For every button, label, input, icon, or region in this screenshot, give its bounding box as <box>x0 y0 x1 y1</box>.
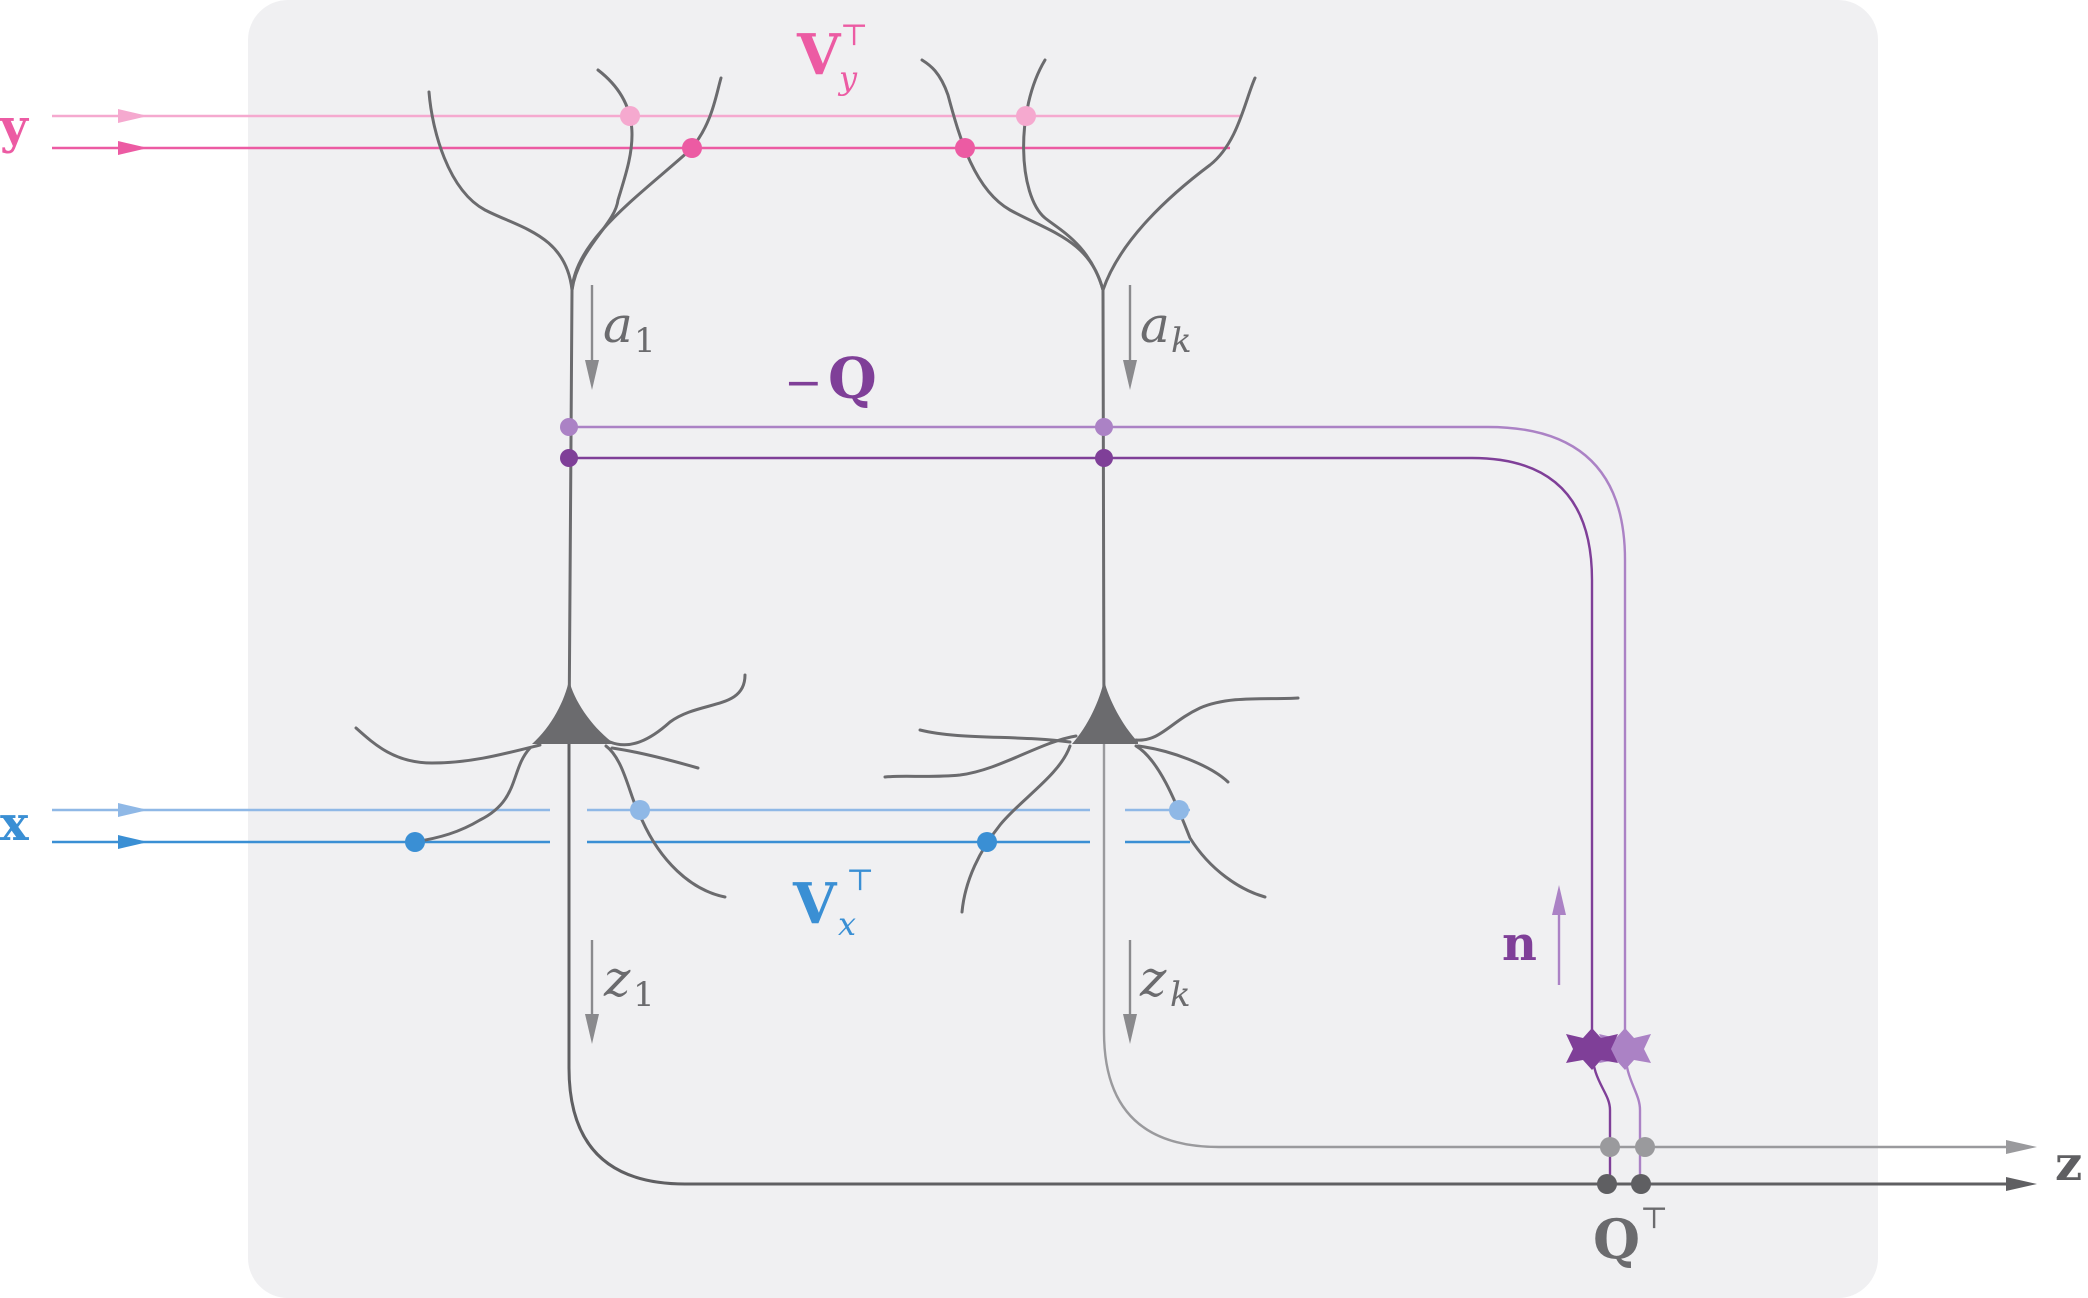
neuron-1-tuft-right <box>570 76 723 292</box>
label-vy-sub: y <box>837 59 858 97</box>
label-y: y <box>0 99 30 155</box>
neuron-1-tuft-left <box>427 90 574 292</box>
neuron-1-basal-3 <box>608 673 747 747</box>
x-dark-arrowhead-icon <box>118 835 148 849</box>
label-n: n <box>1502 916 1537 972</box>
neuron-1-basal-2 <box>412 746 532 844</box>
z-dark-arrowhead-icon <box>2006 1177 2037 1191</box>
z1-arrowhead-icon <box>585 1014 599 1044</box>
label-z1: z <box>603 950 631 1008</box>
neuron-k-basal-1 <box>883 734 1078 779</box>
synapse-y-light-n1 <box>620 106 640 126</box>
neuron-k-basal-5 <box>1136 744 1230 784</box>
neuron-1-basal-4 <box>610 746 700 770</box>
zk-arrowhead-icon <box>1123 1014 1137 1044</box>
neuron-1-soma <box>532 680 612 744</box>
z-light-arrowhead-icon <box>2006 1140 2037 1154</box>
background-panel <box>248 0 1878 1298</box>
label-vy-sup: ⊤ <box>840 18 868 53</box>
label-a1: a <box>603 296 633 354</box>
label-ak-sub: k <box>1171 321 1192 361</box>
synapse-q-dark-nk <box>1095 449 1113 467</box>
a1-arrowhead-icon <box>585 360 599 390</box>
label-z1-sub: 1 <box>633 975 655 1015</box>
label-qt: Q <box>1593 1207 1640 1271</box>
neuron-k-basal-2 <box>918 728 1072 744</box>
synapse-y-light-nk <box>1016 106 1036 126</box>
label-vy: V <box>796 22 842 88</box>
synapses <box>405 106 1655 1194</box>
label-negq-minus: − <box>784 355 823 409</box>
label-zk-sub: k <box>1170 975 1191 1015</box>
label-vx-sup: ⊤ <box>846 863 874 898</box>
neuron-1-basal-1 <box>354 726 542 765</box>
neuron-k-soma <box>1072 680 1138 744</box>
y-dark-arrowhead-icon <box>118 141 148 155</box>
label-x: x <box>0 796 29 852</box>
neuron-1-basal-5 <box>604 744 727 899</box>
label-qt-sup: ⊤ <box>1640 1201 1668 1236</box>
q-line-light <box>569 425 1627 1048</box>
synapse-q-light-nk <box>1095 418 1113 436</box>
synapse-x-light-nk <box>1169 800 1189 820</box>
label-z: z <box>2055 1136 2082 1192</box>
label-vx-sub: x <box>838 905 856 943</box>
neuron-k <box>883 58 1300 914</box>
label-vx: V <box>792 871 838 937</box>
label-a1-sub: 1 <box>634 321 656 361</box>
neuron-k-tuft-right <box>1101 76 1257 292</box>
synapse-q-light-n1 <box>560 418 578 436</box>
y-light-arrowhead-icon <box>118 109 148 123</box>
ak-arrowhead-icon <box>1123 360 1137 390</box>
interneuron-dark-icon <box>1566 1028 1618 1070</box>
synapse-x-dark-nk <box>977 832 997 852</box>
n-arrowhead-icon <box>1552 885 1566 915</box>
neuron-k-tuft-left <box>920 58 1105 292</box>
neuron-k-basal-6 <box>1134 744 1267 899</box>
synapse-z-light-b <box>1635 1137 1655 1157</box>
synapse-y-dark-n1 <box>682 138 702 158</box>
z-line-dark <box>567 737 2010 1186</box>
q-line-dark <box>569 456 1594 1048</box>
neuron-k-basal-3 <box>960 744 1072 914</box>
synapse-z-dark-b <box>1631 1174 1651 1194</box>
neuron-k-basal-4 <box>1134 696 1300 742</box>
current-arrows <box>590 285 1132 1020</box>
synapse-z-dark-a <box>1597 1174 1617 1194</box>
label-ak: a <box>1140 296 1170 354</box>
synapse-y-dark-nk <box>955 138 975 158</box>
label-zk: z <box>1139 950 1167 1008</box>
synapse-q-dark-n1 <box>560 449 578 467</box>
synapse-x-dark-n1 <box>405 832 425 852</box>
x-light-arrowhead-icon <box>118 803 148 817</box>
neuron-k-tuft-mid <box>1022 58 1105 292</box>
neuron-1-apical-trunk <box>567 288 574 739</box>
neuron-1 <box>354 68 747 899</box>
synapse-x-light-n1 <box>630 800 650 820</box>
synapse-z-light-a <box>1600 1137 1620 1157</box>
neuron-k-apical-trunk <box>1101 288 1106 739</box>
z-line-light <box>1102 737 2010 1149</box>
label-negq: Q <box>828 346 877 412</box>
